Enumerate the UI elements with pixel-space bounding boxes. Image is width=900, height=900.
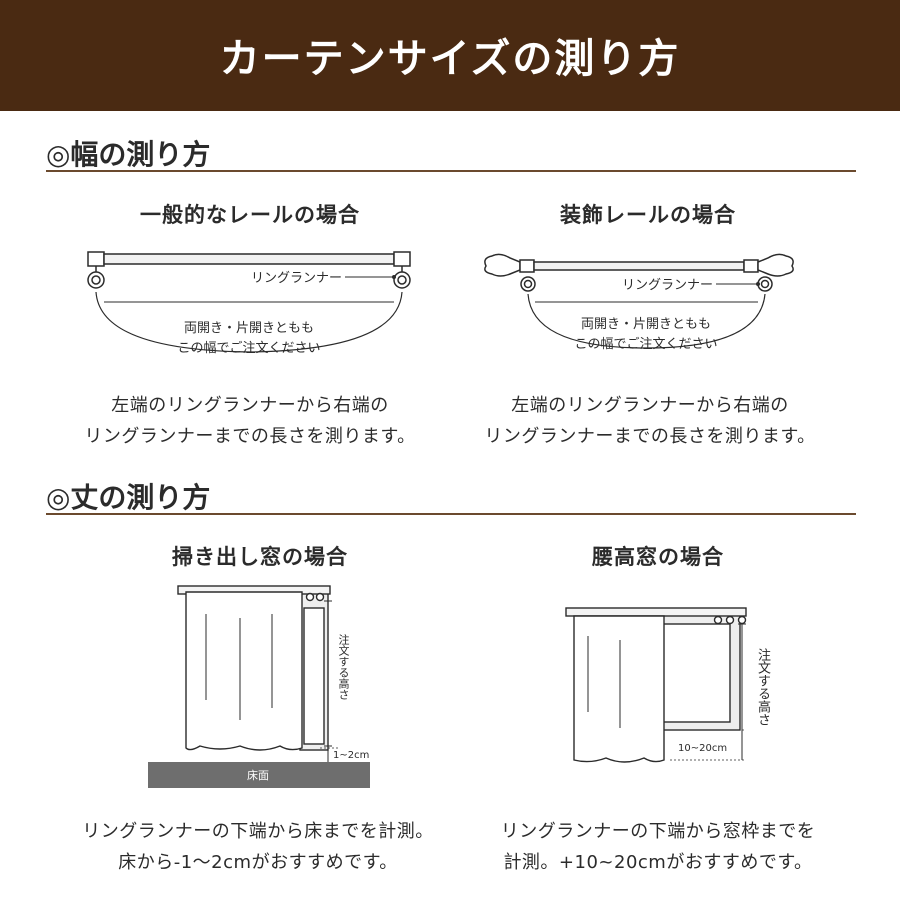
standard-rail-subtitle: 一般的なレールの場合 [140,203,360,227]
decorative-note-line2: この幅でご注文ください [574,336,717,352]
width-section-title: ◎幅の測り方 [46,138,211,171]
waist-window-diagram: 10~20cm [565,607,747,763]
decorative-rail-description: 左端のリングランナーから右端の リングランナーまでの長さを測ります。 [440,390,860,452]
standard-rail-description: 左端のリングランナーから右端の リングランナーまでの長さを測ります。 [40,390,460,452]
header-banner: カーテンサイズの測り方 [0,0,900,111]
waist-window-subtitle: 腰高窓の場合 [592,545,724,569]
standard-runner-label: リングランナー [251,271,342,286]
length-section-rule [46,513,856,515]
floor-desc-line2: 床から-1～2cmがおすすめです。 [118,852,398,873]
page-title: カーテンサイズの測り方 [219,36,681,82]
floor-gap-label: 1~2cm [333,750,369,761]
decorative-rail-subtitle: 装飾レールの場合 [560,203,736,227]
waist-desc-line1: リングランナーの下端から窓枠までを [500,821,816,842]
decorative-runner-label: リングランナー [622,278,713,293]
waist-height-label: 注文する高さ [755,648,770,726]
standard-note-line1: 両開き・片開きともも [184,321,314,336]
floor-label: 床面 [247,768,269,782]
standard-desc-line2: リングランナーまでの長さを測ります。 [84,426,416,447]
standard-desc-line1: 左端のリングランナーから右端の [111,395,389,416]
waist-window-description: リングランナーの下端から窓枠までを 計測。+10~20cmがおすすめです。 [448,816,868,878]
waist-gap-label: 10~20cm [678,743,727,754]
decorative-desc-line2: リングランナーまでの長さを測ります。 [484,426,816,447]
floor-height-label: 注文する高さ [337,634,350,700]
decorative-rail-diagram: リングランナー 両開き・片開きともも この幅でご注文ください [484,253,794,352]
decorative-note-line1: 両開き・片開きともも [581,317,711,332]
floor-window-description: リングランナーの下端から床までを計測。 床から-1～2cmがおすすめです。 [48,816,468,878]
standard-note-line2: この幅でご注文ください [177,340,320,356]
width-section-rule [46,170,856,172]
standard-rail-diagram: リングランナー 両開き・片開きともも この幅でご注文ください [87,251,411,356]
length-section-title: ◎丈の測り方 [46,481,211,514]
floor-desc-line1: リングランナーの下端から床までを計測。 [82,821,434,842]
waist-desc-line2: 計測。+10~20cmがおすすめです。 [503,852,813,873]
decorative-desc-line1: 左端のリングランナーから右端の [511,395,789,416]
floor-window-diagram: 1~2cm 床面 [148,585,370,788]
floor-window-subtitle: 掃き出し窓の場合 [172,545,348,569]
